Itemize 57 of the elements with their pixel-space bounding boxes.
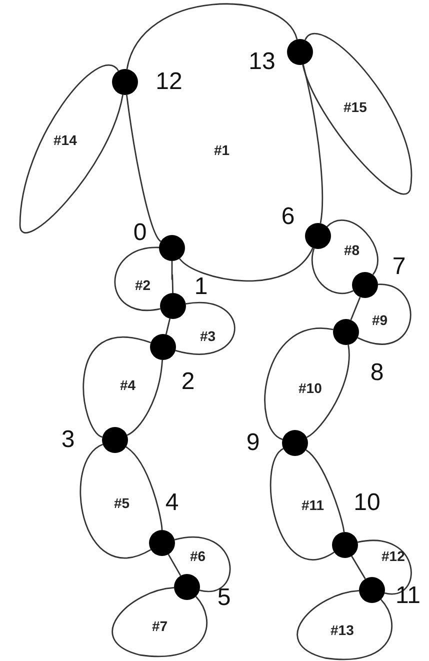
graph-edge bbox=[165, 318, 171, 335]
face-label: #8 bbox=[344, 241, 360, 259]
graph-edge bbox=[82, 336, 151, 438]
graph-edge bbox=[168, 554, 182, 576]
face-label: #9 bbox=[372, 311, 388, 329]
face-label: #5 bbox=[114, 494, 130, 512]
vertex-number: 7 bbox=[391, 253, 407, 281]
graph-edge bbox=[302, 33, 412, 194]
graph-edge bbox=[306, 449, 345, 532]
vertex-number: 9 bbox=[245, 429, 261, 457]
graph-edge bbox=[174, 536, 231, 592]
vertex-number: 4 bbox=[164, 489, 180, 517]
graph-edge bbox=[358, 540, 412, 595]
vertex-number: 13 bbox=[248, 48, 276, 76]
graph-edge bbox=[296, 590, 392, 660]
graph-edge bbox=[179, 248, 314, 282]
graph-edge bbox=[126, 446, 163, 530]
graph-edge bbox=[357, 284, 412, 345]
vertex-number: 8 bbox=[369, 359, 385, 387]
vertex-number: 6 bbox=[280, 203, 296, 231]
face-label: #4 bbox=[120, 376, 136, 394]
face-label: #12 bbox=[382, 547, 405, 565]
face-label: #1 bbox=[214, 141, 230, 159]
graph-edge bbox=[80, 444, 152, 558]
face-label: #13 bbox=[330, 621, 354, 639]
graph-edge bbox=[311, 248, 354, 294]
face-label: #6 bbox=[190, 547, 206, 565]
graph-edge bbox=[126, 3, 298, 70]
graph-edge bbox=[175, 302, 236, 355]
face-label: #2 bbox=[135, 276, 151, 294]
graph-edge bbox=[112, 587, 208, 658]
graph-edge bbox=[326, 220, 378, 276]
graph-edge bbox=[350, 296, 361, 320]
graph-edge bbox=[114, 246, 160, 311]
vertex-number: 10 bbox=[352, 489, 382, 517]
vertex-number: 12 bbox=[154, 68, 184, 96]
face-label: #15 bbox=[344, 98, 367, 116]
vertex-number: 1 bbox=[193, 273, 209, 301]
graph-edge bbox=[171, 261, 174, 294]
vertex-number: 11 bbox=[394, 582, 422, 610]
graph-edge bbox=[306, 344, 350, 438]
graph-edge bbox=[264, 328, 334, 440]
graph-edge bbox=[126, 94, 162, 242]
face-label: #10 bbox=[298, 379, 322, 397]
vertex-number: 0 bbox=[132, 219, 148, 247]
graph-edge bbox=[19, 64, 124, 233]
vertex-number: 2 bbox=[180, 368, 196, 396]
face-label: #11 bbox=[302, 496, 324, 514]
face-label: #3 bbox=[200, 327, 216, 345]
graph-edge bbox=[126, 360, 163, 436]
graph-edge bbox=[351, 556, 366, 580]
face-label: #7 bbox=[152, 617, 168, 635]
graph-edge bbox=[302, 64, 324, 224]
graph-edge bbox=[270, 448, 334, 560]
vertex-number: 5 bbox=[216, 584, 232, 612]
vertex-number: 3 bbox=[60, 426, 76, 454]
face-label: #14 bbox=[54, 131, 77, 149]
